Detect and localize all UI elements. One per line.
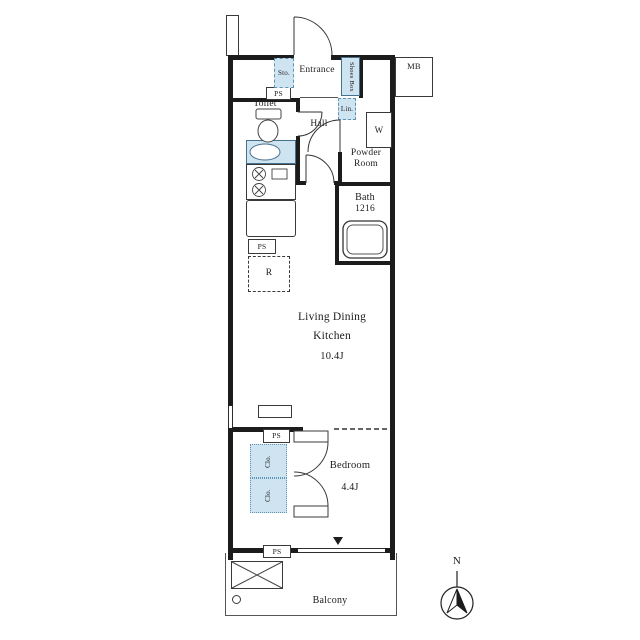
north-compass-icon <box>440 571 474 620</box>
window-side-counter <box>258 405 292 418</box>
wall-segment <box>296 98 300 112</box>
kitchen-cabinet <box>246 200 296 237</box>
wall-segment <box>338 182 395 186</box>
washer-label: W <box>374 124 384 135</box>
mb-label: MB <box>407 61 421 71</box>
north-label: N <box>452 555 462 567</box>
hall-door-arc <box>305 154 335 184</box>
wall-segment <box>338 152 342 185</box>
wall-segment <box>296 181 306 185</box>
room-size-bath: 1216 <box>355 204 375 214</box>
shoes-box: Shoes Box <box>341 57 360 96</box>
refrigerator-box: R <box>248 256 290 292</box>
mb-box: MB <box>395 57 433 97</box>
wall-segment <box>335 182 339 265</box>
wall-segment <box>296 136 300 185</box>
closet-label: Clo. <box>263 489 272 502</box>
room-label-bedroom: Bedroom <box>329 460 371 471</box>
wall-segment <box>228 55 233 406</box>
wall-segment <box>233 98 300 102</box>
bathtub-icon <box>342 220 388 259</box>
toilet-icon <box>255 108 282 143</box>
refrigerator-label: R <box>265 268 273 279</box>
washer-box: W <box>366 112 392 148</box>
room-size-ldk: 10.4J <box>320 351 344 362</box>
entry-pillar <box>226 15 239 56</box>
ps-box-bottom: PS <box>263 545 291 558</box>
wall-segment <box>331 55 395 60</box>
ps-label: PS <box>257 241 267 251</box>
closet-box-top: Clo. <box>250 444 287 478</box>
room-label-powder-2: Room <box>353 159 379 169</box>
linen-box: Lin. <box>338 98 356 120</box>
ps-box-kitchen: PS <box>248 239 276 254</box>
balcony-hatch-box <box>231 561 283 589</box>
room-label-ldk-1: Living Dining <box>297 311 367 323</box>
wall-segment <box>228 55 294 60</box>
storage-box: Sto. <box>274 58 294 88</box>
stove-box <box>246 164 296 200</box>
closet-door-arcs <box>293 430 329 518</box>
balcony-edge <box>225 553 226 616</box>
room-label-powder-1: Powder <box>350 148 382 158</box>
wall-segment <box>359 55 363 98</box>
closet-box-bottom: Clo. <box>250 478 287 513</box>
front-door-arc <box>293 16 333 56</box>
wall-segment <box>390 55 395 560</box>
room-label-bath: Bath <box>355 192 375 203</box>
ps-label: PS <box>272 546 282 556</box>
balcony-edge <box>396 553 397 616</box>
wall-segment <box>228 428 233 560</box>
storage-label: Sto. <box>278 68 290 77</box>
shoes-box-label: Shoes Box <box>347 61 355 92</box>
ps-label: PS <box>272 431 281 441</box>
balcony-window <box>298 548 385 553</box>
room-label-balcony: Balcony <box>312 595 348 606</box>
wall-segment <box>335 261 395 265</box>
entrance-step-line <box>300 97 338 98</box>
window-triangle-marker <box>333 537 343 545</box>
ps-label: PS <box>274 88 283 98</box>
linen-label: Lin. <box>340 104 354 113</box>
closet-label: Clo. <box>263 454 272 468</box>
ps-box-bedroom: PS <box>263 429 290 443</box>
balcony-edge <box>225 615 397 616</box>
room-label-hall: Hall <box>310 119 328 129</box>
room-label-toilet: Toilet <box>253 99 277 109</box>
room-label-entrance: Entrance <box>299 65 335 75</box>
drain-circle <box>232 595 241 604</box>
window <box>228 406 233 428</box>
kitchen-counter <box>246 140 296 164</box>
wall-segment <box>385 548 395 553</box>
room-label-ldk-2: Kitchen <box>313 330 351 342</box>
room-size-bedroom: 4.4J <box>341 482 359 493</box>
